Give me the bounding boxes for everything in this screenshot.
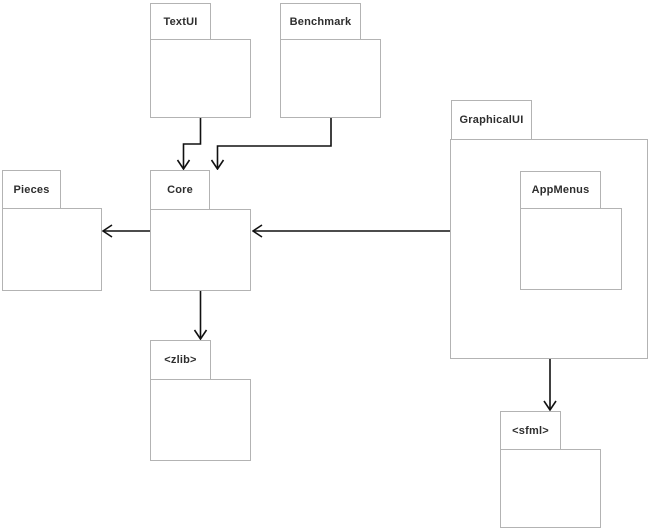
- package-sfml-label: <sfml>: [512, 424, 549, 437]
- package-textui-label: TextUI: [163, 15, 198, 28]
- package-graphicalui-label: GraphicalUI: [459, 114, 524, 126]
- package-pieces-tab: Pieces: [2, 170, 61, 209]
- package-sfml-body: [500, 449, 601, 528]
- edge-textui-to-core: [184, 118, 202, 169]
- package-textui-tab: TextUI: [150, 3, 211, 40]
- edge-benchmark-to-core: [218, 118, 332, 169]
- package-pieces-body: [2, 208, 102, 291]
- package-core-body: [150, 209, 251, 291]
- package-benchmark-tab: Benchmark: [280, 3, 361, 40]
- package-sfml-tab: <sfml>: [500, 411, 561, 450]
- package-core-label: Core: [167, 184, 193, 196]
- package-appmenus-label: AppMenus: [531, 184, 590, 196]
- package-benchmark-label: Benchmark: [289, 15, 352, 28]
- package-benchmark-body: [280, 39, 381, 118]
- package-textui-body: [150, 39, 251, 118]
- package-appmenus-body: [520, 208, 622, 290]
- package-pieces-label: Pieces: [13, 183, 50, 196]
- package-zlib-tab: <zlib>: [150, 340, 211, 380]
- package-appmenus-tab: AppMenus: [520, 171, 601, 209]
- package-zlib-body: [150, 379, 251, 461]
- package-core-tab: Core: [150, 170, 210, 210]
- package-graphicalui-tab: GraphicalUI: [451, 100, 532, 140]
- package-zlib-label: <zlib>: [164, 354, 197, 366]
